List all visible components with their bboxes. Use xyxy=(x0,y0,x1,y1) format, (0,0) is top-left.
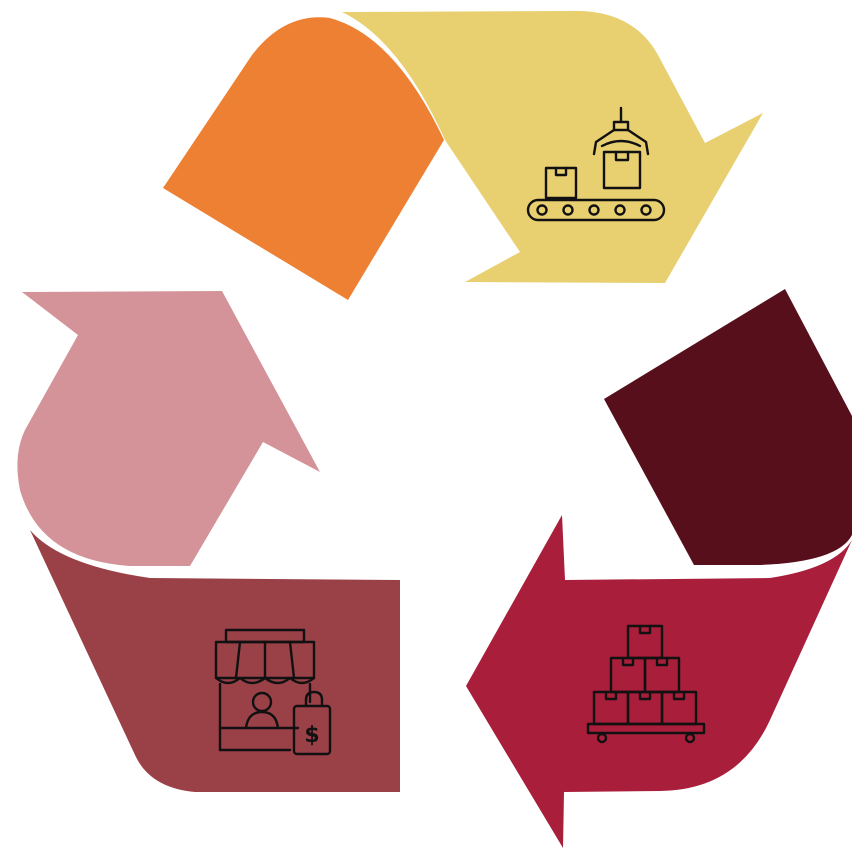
segment-left-pink-arrow xyxy=(17,291,321,566)
segment-top-yellow-arrow xyxy=(342,10,763,283)
currency-symbol: $ xyxy=(304,723,319,748)
market-stall-shopping-icon: $ xyxy=(214,628,332,756)
conveyor-robot-arm-icon xyxy=(526,106,666,222)
segment-top-orange xyxy=(163,17,444,300)
segment-bottom-right-crimson-arrow xyxy=(466,515,852,848)
segment-right-dark xyxy=(604,289,852,565)
stacked-boxes-pallet-icon xyxy=(586,624,706,744)
